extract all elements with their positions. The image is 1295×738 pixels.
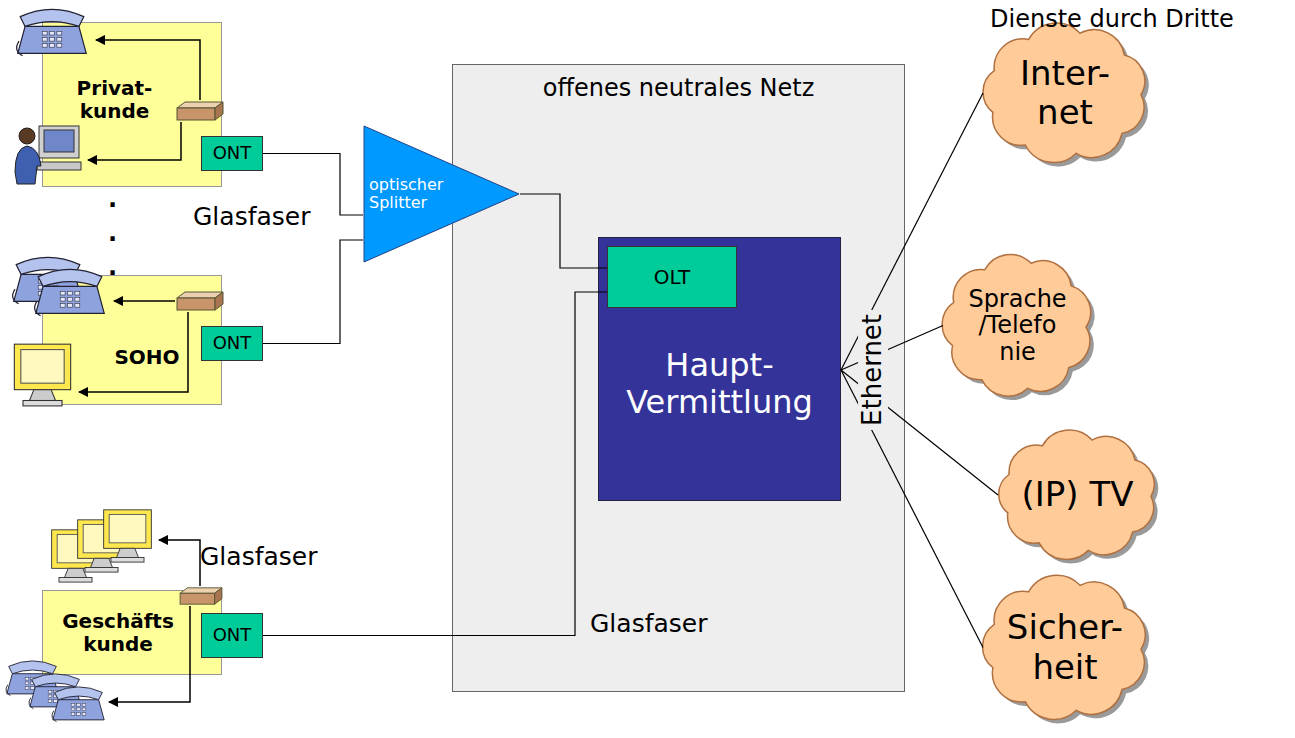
cloud-outline	[983, 23, 1145, 162]
medium-label: Glasfaser	[200, 543, 317, 572]
ellipsis-dot: .	[108, 186, 117, 214]
node-text: Sprache /Telefo nie	[962, 286, 1074, 365]
node-text: SOHO	[114, 346, 179, 369]
node-text: offenes neutrales Netz	[543, 75, 815, 103]
ont-box: ONT	[201, 326, 263, 361]
network-region: offenes neutrales NetzHaupt- Vermittlung…	[452, 64, 905, 692]
ont-box: ONT	[201, 136, 263, 171]
customer-box: Geschäfts kundeONT	[42, 590, 222, 675]
customer-box: Privat- kundeONT	[42, 22, 222, 187]
customer-box: SOHOONT	[42, 275, 222, 405]
fiber-connector	[841, 370, 998, 495]
cloud-outline	[942, 255, 1090, 397]
cloud-outline	[999, 430, 1155, 559]
service-cloud: Sprache /Telefo nie	[935, 248, 1100, 403]
olt-box: OLT	[607, 246, 737, 308]
node-text: Geschäfts kunde	[57, 610, 179, 656]
fiber-connector	[841, 326, 943, 371]
fiber-connector	[841, 370, 983, 648]
node-text: Privat- kunde	[60, 77, 170, 123]
fiber-connector	[520, 194, 607, 268]
privat-devices	[15, 9, 223, 184]
service-cloud: Inter- net	[975, 18, 1155, 168]
fiber-connector	[263, 292, 607, 636]
ellipsis-dot: .	[108, 254, 117, 282]
soho-devices	[13, 257, 223, 406]
node-text: ONT	[213, 333, 252, 354]
business-devices	[6, 510, 222, 722]
node-text: OLT	[654, 266, 690, 289]
header-label: Dienste durch Dritte	[990, 6, 1234, 34]
node-text: ONT	[213, 143, 252, 164]
service-cloud: Sicher- heit	[975, 570, 1155, 725]
interface-label: Ethernet	[858, 310, 888, 430]
node-text: Inter- net	[995, 54, 1135, 132]
medium-label: Glasfaser	[590, 610, 707, 639]
central-office: Haupt- Vermittlung OLT	[598, 237, 841, 501]
ont-box: ONT	[201, 613, 263, 658]
node-text: Sicher- heit	[990, 608, 1140, 686]
medium-label: Glasfaser	[193, 203, 310, 232]
cloud-outline	[983, 575, 1146, 719]
fiber-connector	[263, 154, 363, 216]
service-cloud: (IP) TV	[990, 425, 1165, 565]
node-text: optischer Splitter	[369, 176, 465, 213]
optical-splitter: optischer Splitter	[363, 125, 520, 263]
node-text: (IP) TV	[1003, 475, 1153, 514]
fiber-connector	[841, 93, 983, 370]
node-text: Haupt- Vermittlung	[605, 347, 835, 421]
node-text: ONT	[213, 625, 252, 646]
fiber-connector	[263, 240, 363, 344]
ellipsis-dot: .	[108, 220, 117, 248]
splitter-triangle	[364, 126, 519, 262]
